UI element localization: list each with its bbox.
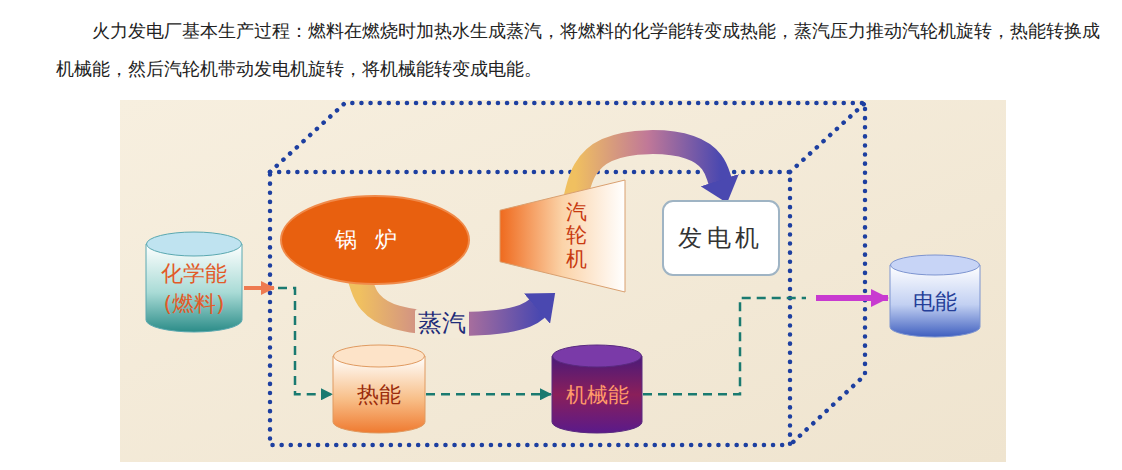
turbine-trapezoid: 汽轮机: [500, 180, 625, 292]
cube-back-edges: [270, 103, 865, 445]
cylinder-body: [146, 244, 242, 332]
generator-box: 发电机: [662, 200, 780, 276]
node-label: 化学能 (燃料): [153, 259, 235, 319]
chemical-energy-cylinder: 化学能 (燃料): [146, 232, 242, 332]
cube-front-face: [270, 172, 790, 445]
box-body: [663, 201, 779, 275]
node-label: 锅炉: [335, 225, 414, 255]
cylinder-top: [553, 345, 642, 367]
cylinder-body: [552, 356, 642, 433]
accent-arrow: [816, 295, 888, 301]
node-label: 机械能: [566, 381, 629, 409]
cylinder-top: [147, 232, 242, 256]
edge-label: 蒸汽: [415, 309, 469, 338]
electric-energy-cylinder: 电能: [890, 255, 980, 337]
cylinder-top: [891, 255, 980, 275]
boiler-ellipse: 锅炉: [280, 195, 470, 285]
dotted-cube: [270, 103, 865, 445]
node-label: 电能: [913, 287, 957, 317]
dashed-line: [278, 288, 332, 394]
turbine-trapezoid-outline: [500, 180, 625, 292]
title-paragraph: 火力发电厂基本生产过程：燃料在燃烧时加热水生成蒸汽，将燃料的化学能转变成热能，蒸…: [56, 12, 1108, 88]
cylinder-top: [334, 345, 425, 367]
conversion-connector: [426, 394, 551, 395]
background-panel: [120, 100, 1006, 462]
dashed-line: [643, 298, 806, 394]
cylinder-body: [333, 356, 425, 433]
heat-energy-cylinder: 热能: [333, 345, 425, 433]
ellipse-body: [281, 196, 469, 284]
dashed-line: [426, 393, 551, 396]
node-label: 汽轮机: [566, 201, 587, 270]
node-label: 热能: [357, 380, 401, 410]
mechanical-energy-cylinder: 机械能: [552, 345, 642, 433]
cylinder-body: [890, 265, 980, 337]
conversion-connector: [643, 298, 888, 394]
node-label: 发电机: [678, 222, 764, 254]
accent-arrow: [244, 286, 274, 290]
trapezoid-body: [500, 180, 625, 292]
conversion-connector: [244, 288, 332, 394]
